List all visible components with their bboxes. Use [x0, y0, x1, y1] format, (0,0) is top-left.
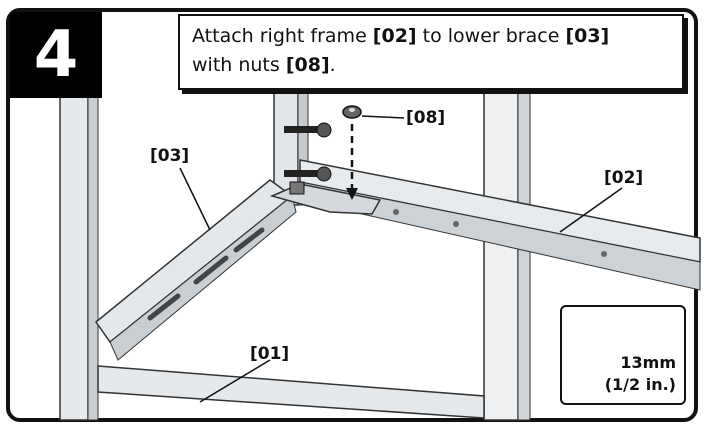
tool-size-metric: 13mm: [620, 353, 676, 372]
callout-front-frame-01: [01]: [250, 344, 290, 364]
instruction-text: Attach right frame [02] to lower brace […: [178, 14, 684, 90]
callout-brace-03: [03]: [150, 146, 190, 166]
front-frame-01: [97, 365, 485, 419]
right-frame-02: [299, 159, 701, 291]
part-ref-02: [02]: [372, 25, 417, 47]
instruction-part-3: with nuts: [192, 54, 286, 76]
left-vertical-rail: [59, 94, 99, 421]
bolts: [284, 122, 332, 195]
instruction-part-1: Attach right frame: [192, 25, 373, 47]
callout-right-frame-02: [02]: [604, 168, 644, 188]
callout-nut-08: [08]: [406, 108, 446, 128]
part-ref-03: [03]: [565, 25, 610, 47]
tool-size-imperial: (1/2 in.): [604, 375, 676, 394]
part-ref-08: [08]: [285, 54, 330, 76]
instruction-part-2: to lower brace: [416, 25, 566, 47]
lower-brace-03: [94, 179, 297, 361]
step-number: 4: [10, 12, 102, 98]
tool-callout-box: 13mm (1/2 in.): [560, 305, 686, 405]
rear-upright: [273, 89, 309, 206]
nut-08: [342, 105, 362, 200]
center-vertical-rail: [483, 87, 531, 421]
leader-lines: [179, 115, 623, 403]
instruction-part-4: .: [329, 54, 336, 76]
